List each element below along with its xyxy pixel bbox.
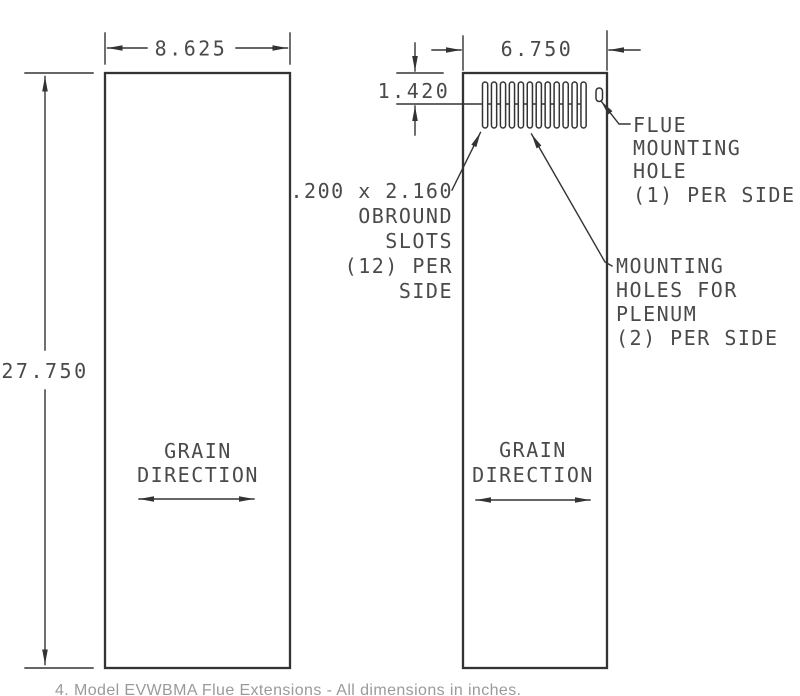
- flue-mounting-hole: [595, 87, 604, 103]
- grain-label: GRAIN: [164, 439, 232, 463]
- right-width-dim-label: 6.750: [501, 37, 574, 61]
- leader-line: [600, 100, 631, 125]
- leader-line: [451, 131, 482, 191]
- callout-plenum-holes: MOUNTING HOLES FOR PLENUM (2) PER SIDE: [530, 133, 779, 350]
- right-grain-direction: GRAIN DIRECTION: [472, 438, 594, 503]
- callout-line: HOLE: [633, 159, 687, 183]
- obround-slot: [499, 81, 507, 129]
- callout-line: MOUNTING: [633, 136, 741, 160]
- slot-offset-dim-label: 1.420: [378, 79, 451, 103]
- obround-slot: [580, 81, 587, 129]
- callout-line: HOLES FOR: [616, 278, 738, 302]
- figure-caption: 4. Model EVWBMA Flue Extensions - All di…: [55, 682, 522, 696]
- obround-slot: [517, 81, 525, 129]
- left-height-dim-label: 27.750: [1, 359, 88, 383]
- obround-slot: [490, 81, 498, 129]
- right-panel-group: 6.750 1.420 GRAIN DIRECTION: [378, 30, 641, 670]
- obround-slot: [544, 81, 552, 129]
- callout-line: OBROUND: [358, 204, 453, 228]
- obround-slot: [508, 81, 516, 129]
- right-width-dimension: 6.750: [431, 30, 641, 71]
- direction-label: DIRECTION: [137, 463, 259, 487]
- right-panel-outline: [461, 71, 609, 670]
- left-width-dim-label: 8.625: [155, 37, 228, 61]
- obround-slot: [535, 81, 543, 129]
- slot-offset-dimension: 1.420: [378, 42, 584, 136]
- obround-slot: [526, 81, 534, 129]
- callout-line: SLOTS: [385, 229, 453, 253]
- callout-line: MOUNTING: [616, 254, 724, 278]
- direction-label: DIRECTION: [472, 463, 594, 487]
- callout-line: SIDE: [399, 279, 453, 303]
- callout-line: PLENUM: [616, 302, 697, 326]
- obround-slots: [481, 81, 587, 129]
- callout-flue-hole: FLUE MOUNTING HOLE (1) PER SIDE: [600, 100, 796, 207]
- obround-slot: [571, 81, 578, 129]
- left-panel-group: 8.625 27.750 GRAIN DIRECTION: [1, 32, 292, 670]
- left-width-dimension: 8.625: [104, 32, 291, 65]
- callout-obround-slots: .200 x 2.160 OBROUND SLOTS (12) PER SIDE: [291, 131, 482, 303]
- obround-slot: [481, 81, 489, 129]
- callout-line: (12) PER: [345, 254, 453, 278]
- obround-slot: [562, 81, 569, 129]
- callout-line: FLUE: [633, 113, 687, 137]
- callout-line: (1) PER SIDE: [633, 183, 796, 207]
- obround-slot: [553, 81, 561, 129]
- leader-line: [530, 133, 613, 267]
- left-height-dimension: 27.750: [1, 72, 94, 669]
- grain-label: GRAIN: [499, 438, 567, 462]
- callout-line: (2) PER SIDE: [616, 326, 779, 350]
- left-panel-outline: [103, 71, 292, 670]
- left-grain-direction: GRAIN DIRECTION: [137, 439, 259, 502]
- callout-line: .200 x 2.160: [291, 179, 454, 203]
